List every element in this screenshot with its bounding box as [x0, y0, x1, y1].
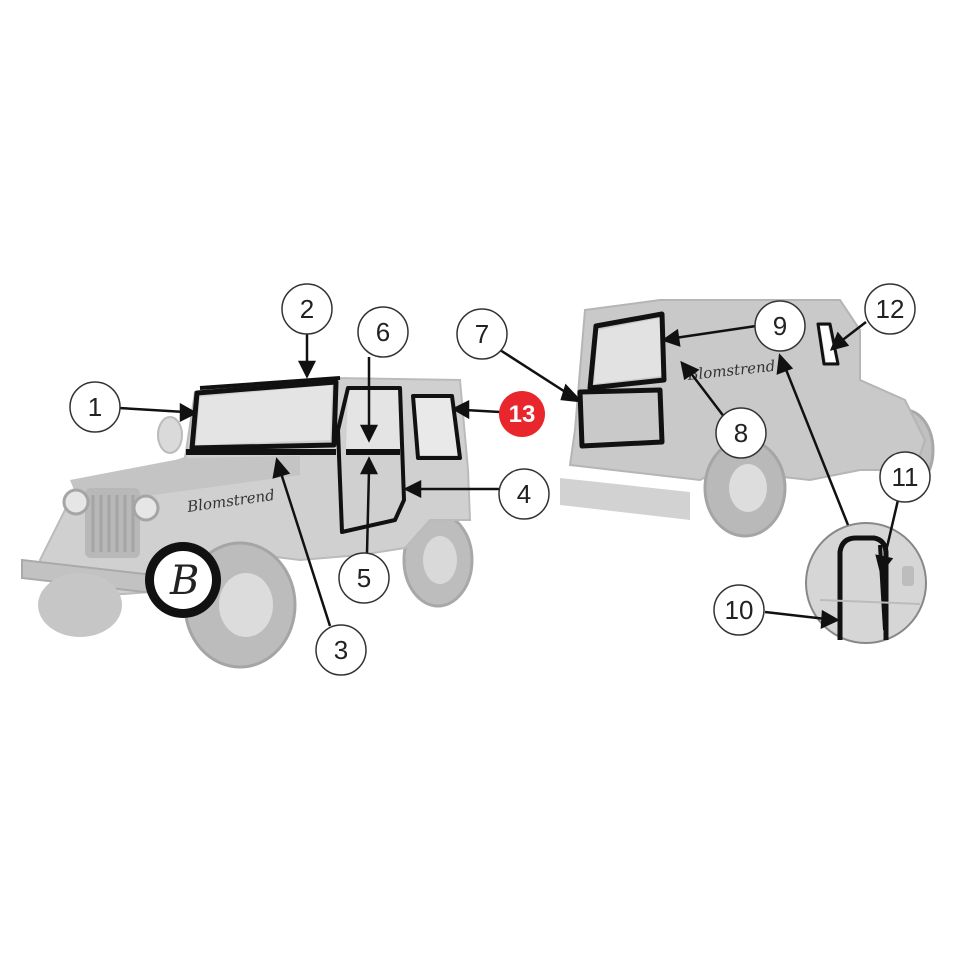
leader-lines	[118, 321, 900, 630]
callout-label: 12	[876, 294, 905, 324]
brand-logo-badge: B	[145, 542, 221, 618]
arrowhead-8	[680, 360, 700, 381]
arrowhead-2	[297, 360, 317, 379]
callout-label: 1	[88, 392, 102, 422]
callout-7: 7	[456, 308, 508, 360]
front-vehicle-windshield-glass	[196, 385, 332, 445]
leader-11	[882, 499, 900, 561]
leader-13	[464, 408, 501, 414]
front-vehicle-headlight-right	[132, 494, 160, 522]
rear-vehicle-bumper	[560, 478, 690, 520]
arrowhead-9	[661, 328, 681, 347]
callout-label: 5	[357, 563, 371, 593]
liftgate-window-seal	[587, 311, 667, 391]
callout-12: 12	[864, 283, 916, 335]
leader-10	[764, 610, 827, 621]
quarter-window-seal	[411, 394, 462, 460]
callout-label: 6	[376, 317, 390, 347]
callout-5: 5	[338, 552, 390, 604]
brand-logo-letter: B	[169, 558, 199, 604]
windshield-top-seal	[199, 376, 341, 390]
leader-12	[839, 321, 867, 343]
callout-4: 4	[498, 468, 550, 520]
arrowhead-1	[179, 402, 198, 423]
callout-label: 9	[773, 311, 787, 341]
door-seal	[336, 386, 406, 534]
arrowhead-9b	[776, 353, 794, 375]
leader-9	[674, 324, 757, 340]
front-vehicle-left-tire	[38, 573, 122, 637]
front-vehicle-front-rim	[219, 573, 273, 637]
front-vehicle-quarter-glass	[414, 398, 458, 455]
leader-7	[499, 348, 571, 397]
callout-label: 8	[734, 418, 748, 448]
callout-6: 6	[357, 306, 409, 358]
leader-9b	[783, 366, 850, 526]
leader-8	[689, 371, 726, 419]
callout-label: 11	[892, 462, 919, 492]
callout-11: 11	[879, 451, 931, 503]
front-vehicle-seals	[186, 376, 462, 534]
callout-3: 3	[315, 624, 367, 676]
callout-10: 10	[713, 584, 765, 636]
arrowhead-4	[403, 479, 422, 499]
rear-vehicle-rear-glass	[594, 318, 662, 384]
front-vehicle	[21, 376, 474, 669]
callout-13-highlighted: 13	[499, 391, 545, 437]
callout-8: 8	[715, 407, 767, 459]
arrowhead-6	[359, 424, 379, 443]
arrowhead-10	[820, 609, 840, 630]
detail-inset-mirror	[902, 566, 914, 586]
arrowhead-5	[359, 456, 379, 475]
callout-2: 2	[281, 283, 333, 335]
windshield-seal	[189, 379, 339, 451]
callout-1: 1	[69, 381, 121, 433]
arrowhead-12	[829, 331, 850, 351]
leader-3	[278, 469, 332, 627]
callout-label: 3	[334, 635, 348, 665]
callout-label: 2	[300, 294, 314, 324]
front-vehicle-headlight-left	[62, 488, 90, 516]
front-vehicle-rear-rim	[423, 536, 457, 584]
rear-vehicle-seals	[577, 311, 840, 449]
callout-9: 9	[754, 300, 806, 352]
arrowhead-7	[560, 383, 584, 403]
callout-label: 13	[509, 401, 536, 428]
callout-label: 7	[475, 319, 489, 349]
callout-label: 10	[725, 595, 754, 625]
rear-vehicle-vent-glass	[820, 326, 836, 362]
arrowhead-3	[272, 457, 291, 479]
front-vehicle-door-glass	[346, 390, 400, 450]
vent-window-seal	[816, 322, 840, 366]
arrowhead-11	[875, 554, 894, 575]
front-vehicle-spare-tire	[157, 416, 183, 454]
rear-vehicle-rim	[729, 464, 767, 512]
arrowhead-13	[451, 399, 470, 420]
detail-inset	[805, 522, 927, 644]
leader-5	[365, 469, 371, 554]
tailgate-seal	[577, 387, 665, 449]
leader-1	[118, 406, 186, 414]
callouts: 1 2 3 4 5 6 7 8	[69, 283, 931, 676]
detail-inset-door-frame	[837, 535, 889, 640]
callout-label: 4	[517, 479, 531, 509]
